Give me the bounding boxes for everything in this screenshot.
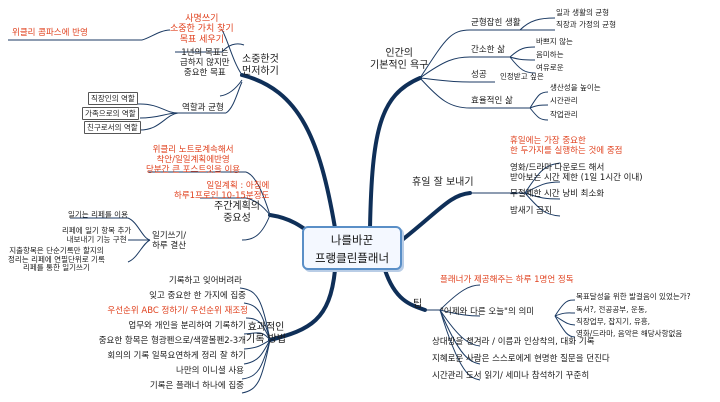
day-item-2[interactable]: 무절제한 시간 낭비 최소화 — [510, 189, 605, 199]
tips-question-node[interactable]: "어제와 다른 오늘"의 의미 — [440, 307, 535, 317]
branch-needs-title[interactable]: 인간의 기본적인 욕구 — [370, 48, 429, 71]
daily-plan-note[interactable]: 일일계획 : 아침에 하루1프로인 10-15분정도 — [174, 181, 270, 201]
tips-item-3[interactable]: 지혜로운 사람은 스스로에게 현명한 질문을 던진다 — [432, 354, 610, 364]
question-item-2[interactable]: 독서?, 전공공부, 운동, — [576, 305, 648, 314]
branch-priority-title[interactable]: 소중한것 먼저하기 — [242, 54, 279, 77]
mission-note[interactable]: 사명쓰기 소중한 가치 찾기 목표 세우기 — [170, 14, 234, 45]
success-item-1[interactable]: 인정받고 싶은 — [500, 72, 544, 81]
branch-method-title[interactable]: 효과적인 기록 방법 — [246, 322, 286, 345]
branch-weekly-title[interactable]: 주간계획의 중요성 — [214, 201, 260, 224]
method-item-7[interactable]: 나만의 이니셜 사용 — [176, 366, 244, 376]
branch-line-method — [268, 268, 337, 342]
needs-simple-node[interactable]: 간소한 삶 — [471, 45, 505, 55]
central-topic-line1: 나를바꾼 — [330, 233, 374, 247]
efficient-item-3[interactable]: 작업관리 — [550, 110, 578, 119]
role-worker-box[interactable]: 직장인의 역할 — [88, 92, 138, 105]
journal-node[interactable]: 일기쓰기/ 하루 결산 — [152, 231, 187, 251]
day-item-1[interactable]: 영화/드라마 다운로드 해서 받아보는 시간 제한 (1일 1시간 이내) — [510, 163, 643, 183]
weekly-note-red[interactable]: 위클리 노트로계속해서 착안/일일계획에반영 당분간 큰 포스트잇을 이용 — [146, 145, 241, 175]
tips-note-red[interactable]: 플래너가 제공해주는 하루 1명언 정독 — [440, 275, 574, 285]
method-item-8[interactable]: 기록은 플래너 하나에 집중 — [149, 381, 244, 391]
branch-line-needs — [368, 76, 422, 230]
needs-balance-node[interactable]: 균형잡힌 생활 — [471, 18, 521, 28]
roles-balance-node[interactable]: 역할과 균형 — [182, 103, 224, 113]
day-item-3[interactable]: 밤새기 금지 — [510, 206, 552, 216]
question-item-3[interactable]: 직장업무, 잡지기, 유흥, — [576, 317, 651, 326]
efficient-item-2[interactable]: 시간관리 — [550, 96, 578, 105]
yearly-goal-note[interactable]: 1년의 목표는 급하지 않지만 중요한 목표 — [180, 48, 230, 78]
method-item-4[interactable]: 업무와 개인을 분리하여 기록하기 — [128, 321, 246, 331]
method-item-6[interactable]: 회의의 기록 일목요연하게 정리 잘 하기 — [107, 351, 246, 361]
needs-success-node[interactable]: 성공 — [471, 70, 487, 80]
branch-line-priority — [240, 73, 337, 230]
needs-efficient-node[interactable]: 효율적인 삶 — [471, 96, 513, 106]
balance-item-1[interactable]: 일과 생활의 균형 — [556, 8, 610, 17]
method-item-2[interactable]: 잊고 중요한 한 가지에 집중 — [149, 291, 246, 301]
day-note-red[interactable]: 휴일에는 가장 중요한 한 두가지를 실행하는 것에 중점 — [510, 136, 623, 156]
branch-day-title[interactable]: 휴일 잘 보내기 — [412, 177, 474, 188]
tips-item-2[interactable]: 상대방을 챙겨라 / 이름과 인상착의, 대화 기록 — [432, 337, 595, 347]
role-friend-box[interactable]: 친구로서의 역할 — [84, 121, 141, 134]
question-item-1[interactable]: 목표달성을 위한 발걸음이 있었는가? — [576, 292, 691, 301]
simple-item-1[interactable]: 바쁘지 않는 — [536, 37, 573, 46]
branch-line-tips — [383, 268, 427, 312]
journal-item-1[interactable]: 일기는 리페를 이용 — [68, 210, 128, 219]
branch-line-day — [400, 191, 472, 242]
central-topic-line2: 프랭클린플래너 — [314, 251, 390, 265]
simple-item-3[interactable]: 여유로운 — [536, 63, 564, 72]
method-item-5[interactable]: 중요한 항목은 형광펜으로/색깔볼펜2-3개 — [98, 336, 246, 346]
role-family-box[interactable]: 가족으로의 역할 — [82, 107, 139, 120]
central-topic[interactable]: 나를바꾼 프랭클린플래너 — [302, 226, 402, 270]
method-item-3[interactable]: 우선순위 ABC 정하기/ 우선순위 재조정 — [107, 306, 248, 316]
journal-item-3[interactable]: 지출항목은 단순기록만 할지의 정리는 리페에 연필단위로 기록 리페를 통한 … — [8, 246, 105, 273]
simple-item-2[interactable]: 음미하는 — [536, 50, 564, 59]
compass-note[interactable]: 위클리 콤파스에 반영 — [12, 28, 88, 38]
method-item-1[interactable]: 기록하고 잊어버려라 — [168, 276, 242, 286]
journal-item-2[interactable]: 리페에 일기 항목 추가 내보내기 기능 구현 — [62, 226, 132, 244]
tips-item-4[interactable]: 시간관리 도서 읽기/ 세미나 참석하기 꾸준히 — [432, 371, 590, 381]
branch-tips-title[interactable]: 팁 — [413, 299, 423, 310]
balance-item-2[interactable]: 직장과 가정의 균형 — [556, 20, 616, 29]
efficient-item-1[interactable]: 생산성을 높이는 — [550, 83, 601, 92]
question-item-4[interactable]: 영화/드라마, 음악은 해당사항없음 — [576, 329, 683, 338]
